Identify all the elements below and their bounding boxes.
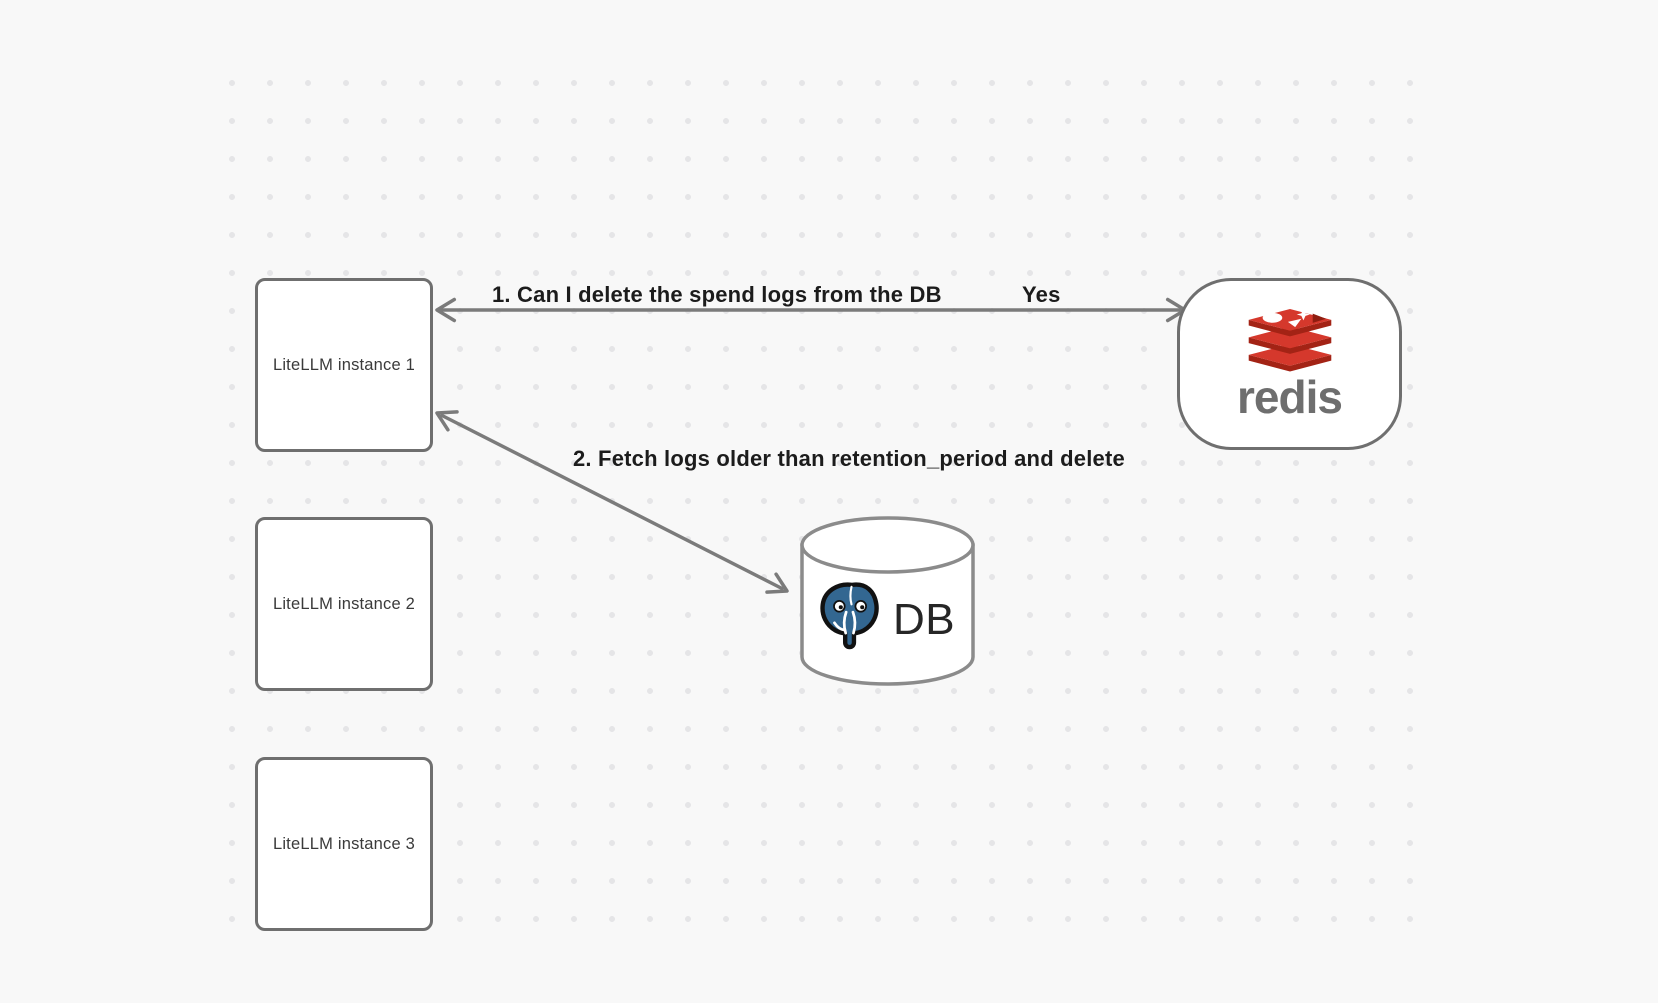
node-redis[interactable]: redis — [1177, 278, 1402, 450]
edge-1-response-label[interactable]: Yes — [1022, 282, 1061, 307]
postgresql-elephant-icon — [820, 582, 879, 650]
arrowhead-left-icon — [435, 297, 457, 323]
arrow-line — [440, 413, 784, 591]
node-postgres-db[interactable]: DB — [798, 514, 977, 690]
edge-2-label[interactable]: 2. Fetch logs older than retention_perio… — [573, 446, 1125, 471]
node-litellm-instance-1[interactable]: LiteLLM instance 1 — [255, 278, 433, 452]
node-label: LiteLLM instance 1 — [272, 355, 416, 374]
arrow-instance1-db[interactable] — [435, 410, 789, 594]
db-label: DB — [893, 595, 956, 644]
edge-1-label[interactable]: 1. Can I delete the spend logs from the … — [492, 282, 942, 307]
redis-logo-icon — [1248, 308, 1331, 371]
arrowhead-top-icon — [435, 410, 459, 432]
arrowhead-bottom-icon — [765, 572, 789, 594]
node-litellm-instance-3[interactable]: LiteLLM instance 3 — [255, 757, 433, 931]
node-litellm-instance-2[interactable]: LiteLLM instance 2 — [255, 517, 433, 691]
database-cylinder-icon — [800, 516, 975, 686]
node-label: LiteLLM instance 3 — [272, 834, 416, 853]
redis-wordmark-label: redis — [1237, 370, 1343, 423]
node-label: LiteLLM instance 2 — [272, 594, 416, 613]
